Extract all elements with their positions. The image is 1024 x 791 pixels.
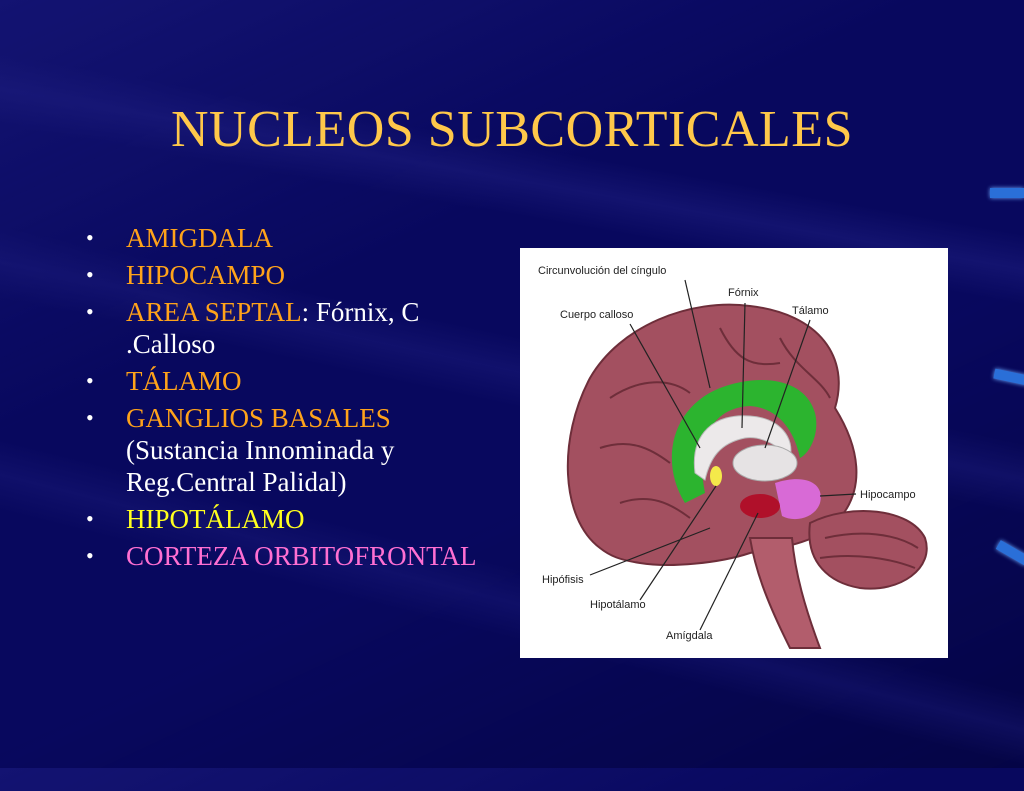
label-cingulo: Circunvolución del cíngulo: [538, 265, 666, 277]
bullet-list: • AMIGDALA • HIPOCAMPO • AREA SEPTAL: Fó…: [86, 222, 506, 577]
label-fornix: Fórnix: [728, 287, 759, 299]
hypothalamus-marker: [710, 466, 722, 486]
label-hipotalamo: Hipotálamo: [590, 599, 646, 611]
bullet-main: HIPOTÁLAMO: [126, 504, 305, 534]
amygdala-shape: [740, 494, 780, 518]
hippocampus-shape: [775, 479, 821, 520]
bullet-detail: Fórnix, C .Calloso: [126, 297, 420, 359]
label-amigdala: Amígdala: [666, 630, 713, 642]
bullet-amigdala: • AMIGDALA: [86, 222, 506, 254]
bullet-hipotalamo: • HIPOTÁLAMO: [86, 503, 506, 535]
bullet-glyph: •: [86, 506, 94, 531]
label-hipofisis: Hipófisis: [542, 574, 584, 586]
bullet-area-septal: • AREA SEPTAL: Fórnix, C .Calloso: [86, 296, 506, 360]
bullet-glyph: •: [86, 405, 94, 430]
bullet-glyph: •: [86, 262, 94, 287]
edge-accent-mark: [990, 188, 1024, 198]
bullet-detail: (Sustancia Innominada y Reg.Central Pali…: [126, 435, 395, 497]
bullet-main: HIPOCAMPO: [126, 260, 286, 290]
cingulate-green-band: [671, 380, 817, 503]
brainstem-shape: [748, 537, 822, 649]
cerebellum-lines: [819, 532, 919, 569]
label-talamo: Tálamo: [792, 305, 829, 317]
bullet-main: CORTEZA ORBITOFRONTAL: [126, 541, 477, 571]
bullet-main: AREA SEPTAL: [126, 297, 302, 327]
bullet-suffix: :: [301, 297, 310, 327]
bullet-glyph: •: [86, 543, 94, 568]
bullet-ganglios-basales: • GANGLIOS BASALES (Sustancia Innominada…: [86, 402, 506, 498]
brain-illustration: Circunvolución del cíngulo Fórnix Cuerpo…: [520, 248, 948, 658]
bullet-glyph: •: [86, 299, 94, 324]
brain-diagram: Circunvolución del cíngulo Fórnix Cuerpo…: [538, 265, 928, 649]
slide-title: NUCLEOS SUBCORTICALES: [170, 101, 853, 158]
gyri-lines: [599, 327, 831, 519]
bullet-hipocampo: • HIPOCAMPO: [86, 259, 506, 291]
leader-lines: [589, 279, 857, 631]
label-hipocampo: Hipocampo: [860, 489, 916, 501]
bullet-main: AMIGDALA: [126, 223, 273, 253]
bullet-glyph: •: [86, 368, 94, 393]
cerebellum-shape: [808, 510, 928, 590]
bullet-main: TÁLAMO: [126, 366, 242, 396]
bullet-talamo: • TÁLAMO: [86, 365, 506, 397]
edge-accent-mark: [995, 540, 1024, 566]
label-cuerpo-calloso: Cuerpo calloso: [560, 309, 633, 321]
bullet-main: GANGLIOS BASALES: [126, 403, 391, 433]
bullet-glyph: •: [86, 225, 94, 250]
edge-accent-mark: [993, 368, 1024, 386]
bullet-corteza-orbitofrontal: • CORTEZA ORBITOFRONTAL: [86, 540, 506, 572]
thalamus-shape: [732, 444, 798, 482]
